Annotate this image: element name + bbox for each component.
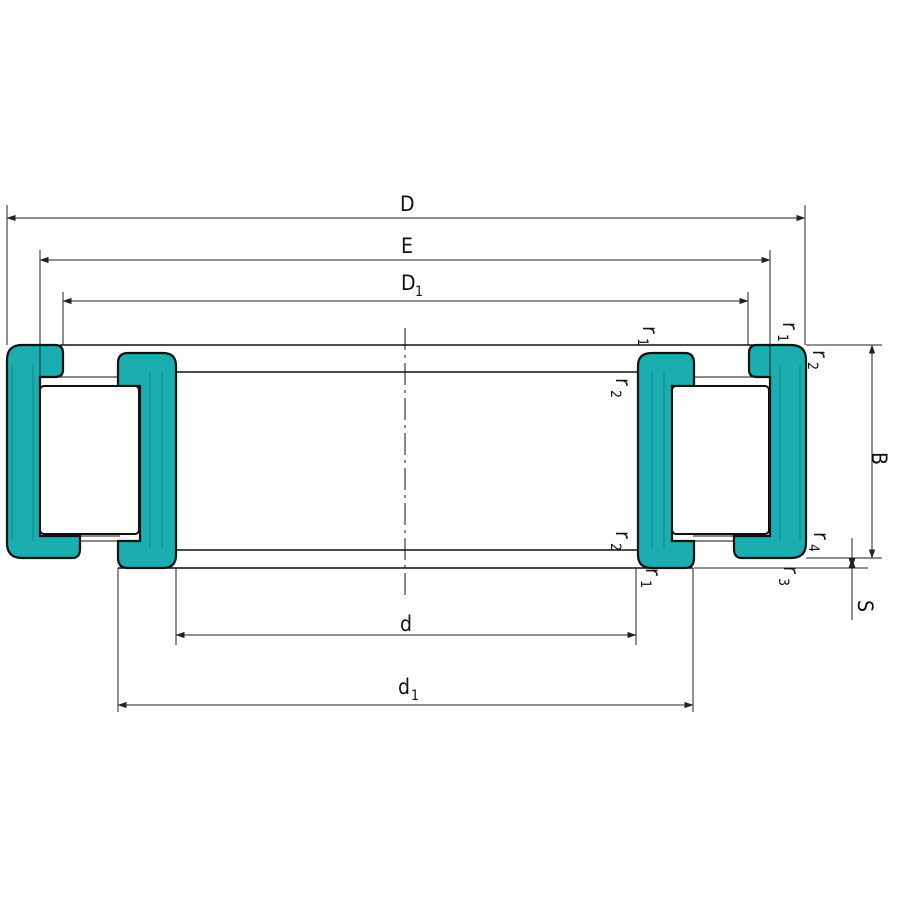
label-r2-top-outer: r 2 (804, 350, 832, 370)
right-inner-ring-body (636, 351, 696, 570)
svg-text:3: 3 (775, 578, 791, 586)
left-outer-ring (5, 343, 82, 560)
svg-text:1: 1 (634, 338, 650, 346)
svg-text:r: r (779, 566, 803, 574)
right-outer-ring-body (732, 343, 808, 560)
label-d: d (400, 612, 412, 636)
svg-text:2: 2 (804, 362, 820, 370)
svg-text:1: 1 (637, 580, 653, 588)
label-r1-top-outer: r 1 (774, 322, 802, 342)
svg-text:r: r (778, 322, 802, 330)
label-r3: r 3 (775, 566, 803, 586)
right-roller (671, 385, 770, 535)
svg-text:r: r (809, 532, 833, 540)
right-inner-ring (636, 351, 696, 570)
svg-text:r: r (808, 350, 832, 358)
right-outer-ring (732, 343, 808, 560)
svg-text:1: 1 (774, 334, 790, 342)
svg-text:4: 4 (805, 544, 821, 552)
left-inner-ring (116, 351, 178, 570)
label-d1: d 1 (398, 675, 419, 704)
svg-text:r: r (611, 378, 635, 386)
dim-S (848, 538, 856, 620)
housing-lines (30, 344, 778, 569)
label-S: S (853, 600, 877, 612)
svg-text:r: r (638, 326, 662, 334)
label-r1-bottom-inner: r 1 (637, 568, 665, 588)
label-r1-top-inner: r 1 (634, 326, 662, 346)
svg-text:r: r (611, 531, 635, 539)
label-D1: D 1 (401, 271, 423, 300)
label-r4: r 4 (805, 532, 833, 552)
svg-text:D: D (401, 271, 416, 295)
left-roller (39, 385, 140, 535)
label-r2-bottom-inner: r 2 (607, 531, 635, 551)
svg-text:1: 1 (411, 688, 419, 704)
left-outer-ring-body (5, 343, 82, 560)
svg-text:1: 1 (415, 284, 423, 300)
left-inner-ring-body (116, 351, 178, 570)
svg-text:d: d (398, 675, 410, 699)
label-E: E (401, 234, 413, 258)
svg-text:2: 2 (607, 543, 623, 551)
label-B: B (867, 452, 891, 465)
svg-text:r: r (641, 568, 665, 576)
label-r2-top-inner: r 2 (607, 378, 635, 398)
svg-text:2: 2 (607, 390, 623, 398)
label-D: D (400, 192, 415, 216)
